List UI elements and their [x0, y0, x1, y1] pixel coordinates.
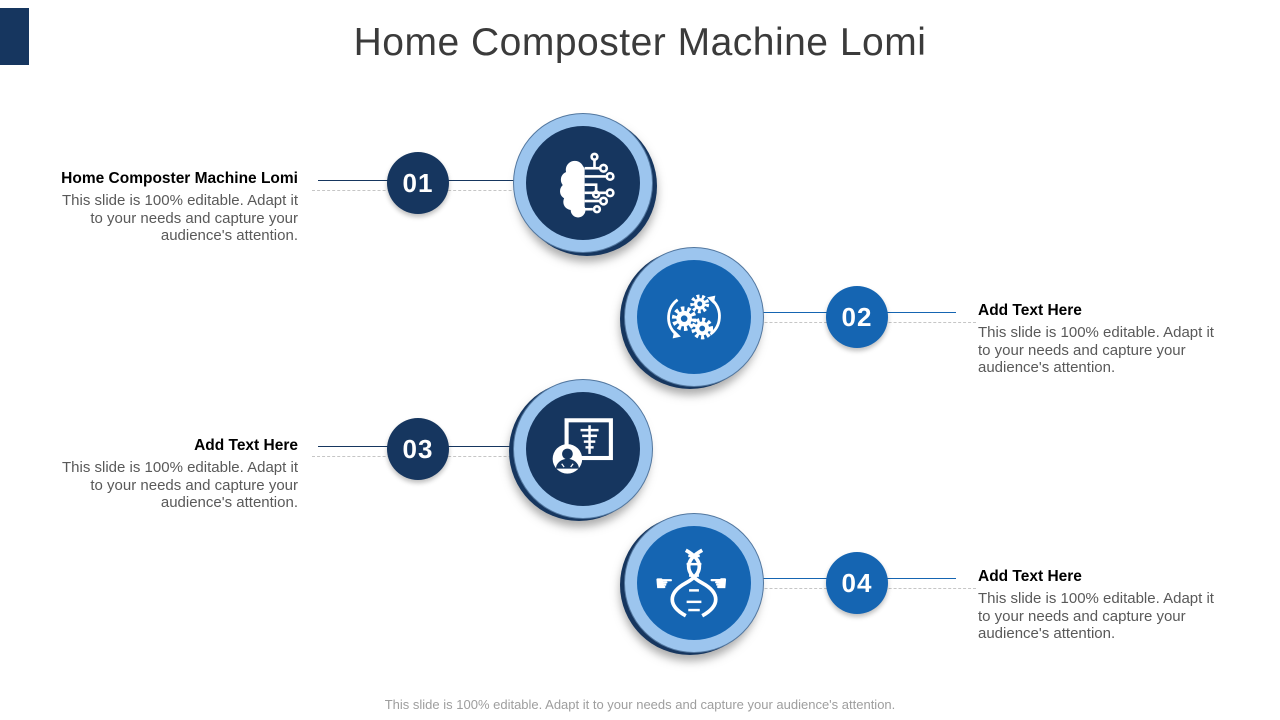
svg-text:☛: ☛	[655, 571, 674, 596]
step-heading-1[interactable]: Home Composter Machine Lomi	[61, 170, 298, 187]
slide-title[interactable]: Home Composter Machine Lomi	[353, 21, 927, 64]
step-text-block-2[interactable]: Add Text Here This slide is 100% editabl…	[978, 302, 1218, 377]
step-heading-4[interactable]: Add Text Here	[978, 568, 1082, 585]
slide-footer-note: This slide is 100% editable. Adapt it to…	[384, 697, 896, 712]
dna-hands-icon: ☛ ☚	[655, 548, 728, 618]
node-inner-circle: ☛ ☚	[637, 526, 751, 640]
step-badge-02[interactable]: 02	[826, 286, 888, 348]
step-text-block-3[interactable]: Add Text Here This slide is 100% editabl…	[40, 437, 298, 512]
doctor-presentation-icon	[552, 418, 613, 474]
node-inner-circle	[526, 126, 640, 240]
step-body-2[interactable]: This slide is 100% editable. Adapt it to…	[978, 324, 1214, 376]
svg-text:☚: ☚	[709, 571, 728, 596]
step-body-1[interactable]: This slide is 100% editable. Adapt it to…	[62, 192, 298, 244]
step-heading-2[interactable]: Add Text Here	[978, 302, 1082, 319]
step-node-1[interactable]	[513, 113, 657, 256]
step-node-4[interactable]: ☛ ☚	[620, 513, 764, 655]
corner-accent-bar	[0, 8, 29, 65]
node-inner-circle	[637, 260, 751, 374]
gears-sync-icon	[667, 294, 721, 340]
step-body-4[interactable]: This slide is 100% editable. Adapt it to…	[978, 590, 1214, 642]
step-text-block-4[interactable]: Add Text Here This slide is 100% editabl…	[978, 568, 1218, 643]
step-heading-3[interactable]: Add Text Here	[194, 437, 298, 454]
step-badge-03[interactable]: 03	[387, 418, 449, 480]
step-body-3[interactable]: This slide is 100% editable. Adapt it to…	[62, 459, 298, 511]
node-inner-circle	[526, 392, 640, 506]
step-badge-04[interactable]: 04	[826, 552, 888, 614]
step-node-3[interactable]	[509, 379, 653, 521]
brain-circuit-icon	[560, 152, 615, 218]
step-text-block-1[interactable]: Home Composter Machine Lomi This slide i…	[40, 170, 298, 245]
step-node-2[interactable]	[620, 247, 764, 389]
step-badge-01[interactable]: 01	[387, 152, 449, 214]
